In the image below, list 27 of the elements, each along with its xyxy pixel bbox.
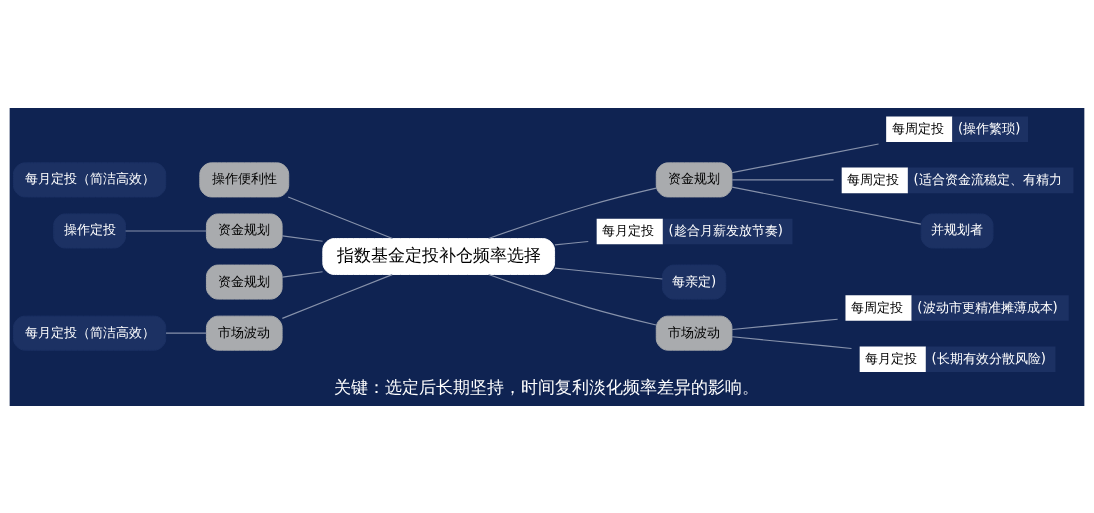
connector — [731, 335, 853, 349]
node-box: 指数基金定投补仓频率选择 — [322, 237, 556, 275]
connector — [281, 273, 393, 319]
connector — [554, 267, 663, 280]
connector — [554, 240, 589, 245]
connector — [731, 178, 835, 180]
node-box: 每月定投（简洁高效） — [12, 315, 167, 351]
node-box: 并规划者 — [920, 213, 994, 248]
node-box: 每亲定) — [661, 264, 727, 300]
node-box: 资金规划 — [205, 264, 283, 300]
connector — [281, 270, 324, 278]
connector — [488, 273, 657, 326]
connector — [731, 142, 880, 173]
connector — [125, 229, 207, 232]
connector — [731, 186, 922, 225]
connector — [488, 187, 657, 239]
connector — [165, 332, 207, 334]
connector — [281, 234, 324, 242]
node-box: 操作定投 — [53, 213, 126, 248]
node-box: 市场波动 — [655, 315, 733, 351]
connector — [287, 195, 394, 239]
caption: 关键：选定后长期坚持，时间复利淡化频率差异的影响。 — [334, 376, 760, 397]
node-box: 资金规划 — [205, 213, 283, 248]
node-box: 资金规划 — [655, 161, 733, 197]
connector — [731, 318, 839, 330]
node-box: 操作便利性 — [199, 161, 290, 197]
node-box: 市场波动 — [205, 315, 283, 351]
